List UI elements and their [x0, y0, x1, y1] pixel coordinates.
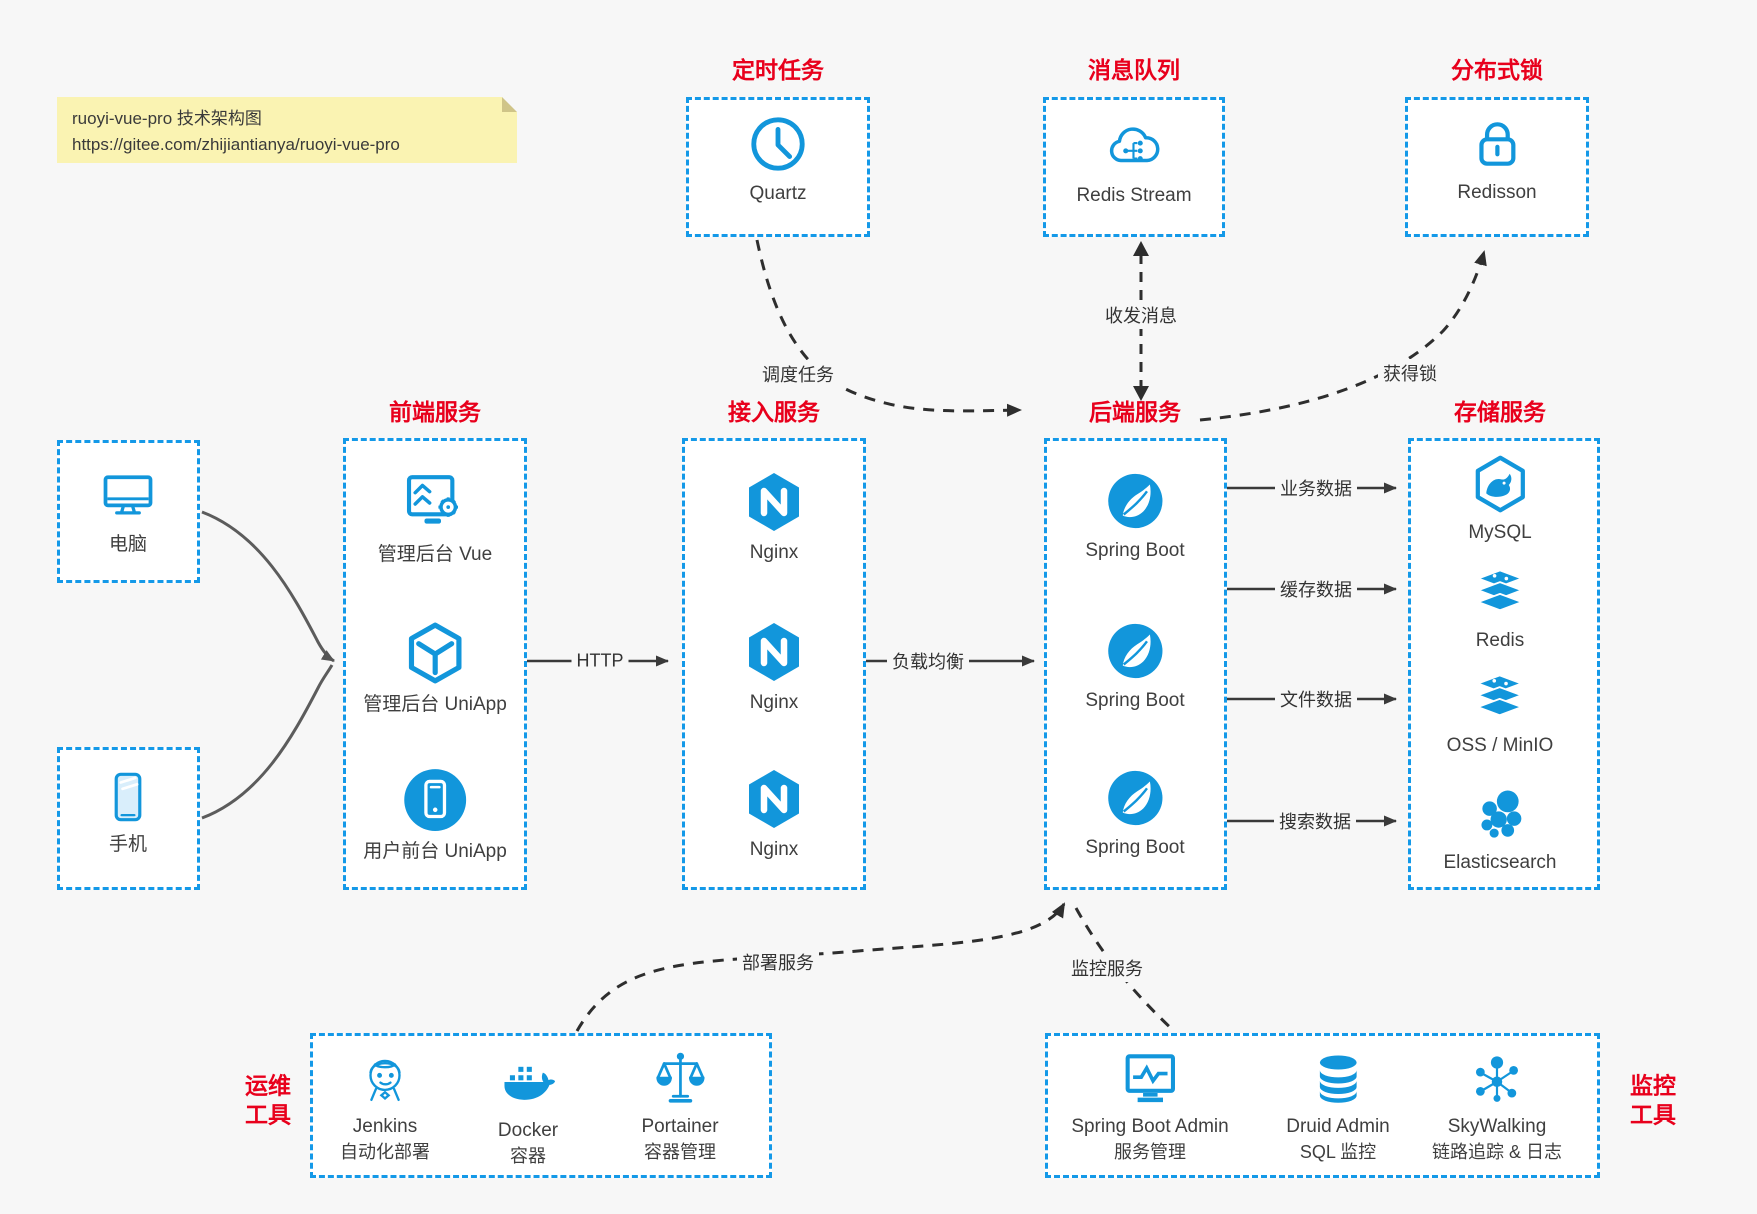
note-url: https://gitee.com/zhijiantianya/ruoyi-vu… — [72, 135, 400, 155]
edge-acquire-lock — [1199, 250, 1487, 422]
uniapp-cube-icon — [363, 620, 507, 686]
group-title-gateway: 接入服务 — [728, 399, 820, 425]
node-user-uniapp: 用户前台 UniApp — [363, 767, 507, 864]
lock-icon — [1457, 114, 1536, 174]
skywalking-icon — [1432, 1052, 1562, 1108]
elasticsearch-icon — [1444, 786, 1557, 844]
edge-label-business-data: 业务数据 — [1275, 474, 1357, 502]
node-nginx-2: Nginx — [742, 620, 806, 715]
oss-minio-icon — [1447, 669, 1554, 727]
edge-label-cache-data: 缓存数据 — [1275, 575, 1357, 603]
group-title-backend: 后端服务 — [1089, 399, 1181, 425]
group-title-frontend: 前端服务 — [389, 399, 481, 425]
edge-label-message: 收发消息 — [1100, 301, 1182, 329]
edge-pc-to-frontend — [201, 510, 335, 663]
distributed-lock-box — [1405, 97, 1589, 237]
edge-label-deploy: 部署服务 — [737, 948, 819, 976]
group-title-ops-tools: 运维 工具 — [245, 1072, 291, 1127]
node-nginx-1: Nginx — [742, 470, 806, 565]
redis-icon — [1471, 564, 1529, 622]
group-title-message-queue: 消息队列 — [1088, 57, 1180, 83]
edge-label-file-data: 文件数据 — [1275, 685, 1357, 713]
node-redis-stream: Redis Stream — [1076, 115, 1192, 208]
edge-label-load-balance: 负载均衡 — [887, 647, 969, 675]
cloud-message-icon — [1076, 115, 1191, 177]
admin-vue-icon — [378, 470, 492, 536]
druid-icon — [1286, 1052, 1390, 1108]
node-spring-boot-2: Spring Boot — [1085, 620, 1185, 713]
edge-label-http: HTTP — [571, 649, 629, 673]
node-mysql: MySQL — [1468, 454, 1532, 545]
spring-boot-icon — [1085, 620, 1184, 682]
node-druid-admin: Druid Admin SQL 监控 — [1286, 1052, 1390, 1164]
node-spring-boot-1: Spring Boot — [1085, 470, 1185, 563]
node-oss-minio: OSS / MinIO — [1447, 669, 1554, 758]
node-docker: Docker 容器 — [498, 1052, 558, 1168]
spring-boot-icon — [1085, 767, 1184, 829]
portainer-icon — [641, 1050, 718, 1108]
node-pc-client: 电脑 — [98, 466, 158, 557]
edge-phone-to-frontend — [201, 664, 334, 820]
jenkins-icon — [340, 1050, 430, 1108]
group-title-storage: 存储服务 — [1454, 399, 1546, 425]
edge-label-search-data: 搜索数据 — [1274, 807, 1356, 835]
note-title: ruoyi-vue-pro 技术架构图 — [72, 109, 262, 128]
sticky-note: ruoyi-vue-pro 技术架构图 https://gitee.com/zh… — [57, 97, 517, 163]
mysql-icon — [1468, 454, 1531, 514]
spring-boot-admin-icon — [1071, 1050, 1228, 1108]
group-title-distributed-lock: 分布式锁 — [1451, 57, 1543, 83]
node-portainer: Portainer 容器管理 — [641, 1050, 719, 1164]
nginx-icon — [742, 470, 806, 534]
node-elasticsearch: Elasticsearch — [1444, 786, 1557, 875]
group-title-monitor-tools: 监控 工具 — [1630, 1072, 1676, 1127]
node-spring-boot-3: Spring Boot — [1085, 767, 1185, 860]
user-app-icon — [363, 767, 507, 833]
nginx-icon — [742, 767, 806, 831]
node-quartz: Quartz — [747, 113, 809, 206]
computer-icon — [98, 466, 158, 526]
edge-label-schedule: 调度任务 — [757, 360, 839, 388]
arrowhead-up — [1133, 241, 1149, 256]
node-jenkins: Jenkins 自动化部署 — [340, 1050, 430, 1164]
nginx-icon — [742, 620, 806, 684]
node-redis: Redis — [1471, 564, 1529, 653]
edge-deploy-service — [575, 902, 1066, 1032]
node-admin-vue: 管理后台 Vue — [378, 470, 492, 567]
node-redisson: Redisson — [1457, 114, 1537, 205]
smartphone-icon — [99, 768, 157, 826]
ops-tools-box — [310, 1033, 772, 1178]
node-nginx-3: Nginx — [742, 767, 806, 862]
edge-label-monitor: 监控服务 — [1066, 954, 1148, 982]
docker-icon — [498, 1052, 558, 1112]
edge-label-lock: 获得锁 — [1378, 359, 1442, 387]
message-queue-box — [1043, 97, 1225, 237]
note-fold-corner — [502, 97, 517, 112]
node-admin-uniapp: 管理后台 UniApp — [363, 620, 507, 717]
node-spring-boot-admin: Spring Boot Admin 服务管理 — [1071, 1050, 1229, 1164]
group-title-scheduled-tasks: 定时任务 — [732, 57, 824, 83]
spring-boot-icon — [1085, 470, 1184, 532]
clock-icon — [747, 113, 809, 175]
node-mobile-client: 手机 — [99, 768, 157, 857]
node-skywalking: SkyWalking 链路追踪 & 日志 — [1432, 1052, 1562, 1164]
